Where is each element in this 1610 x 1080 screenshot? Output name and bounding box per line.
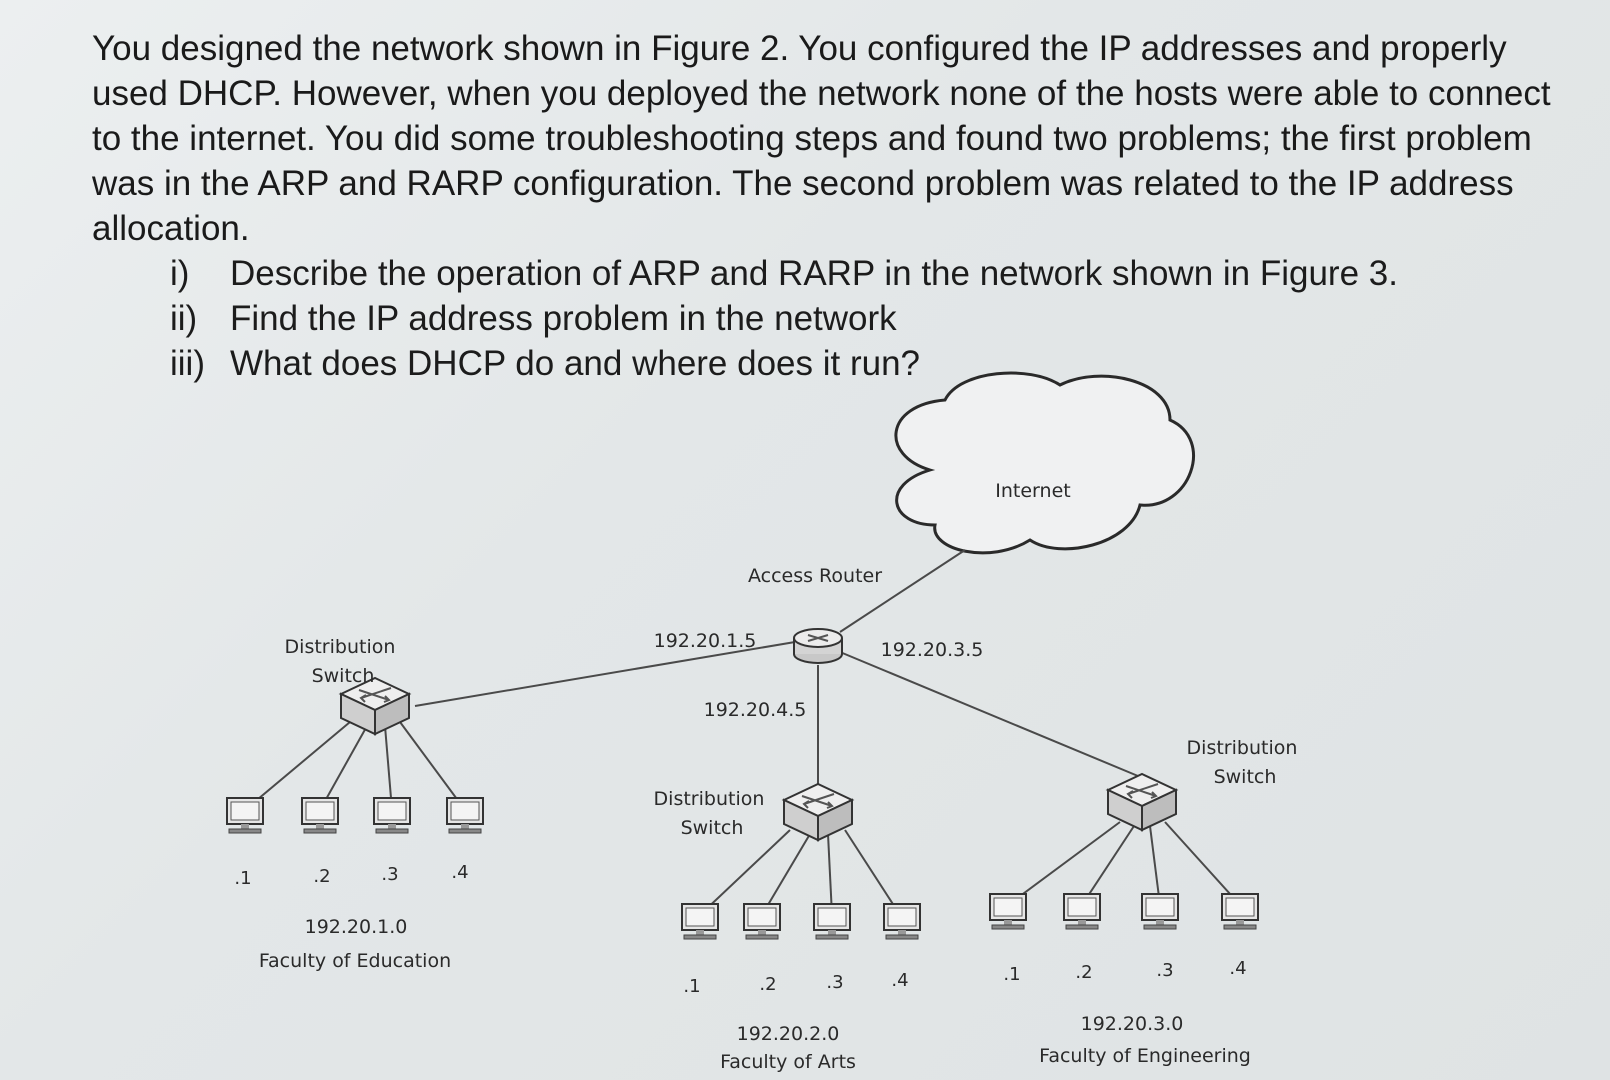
router-ip-education: 192.20.1.5 <box>654 630 757 652</box>
question-item-number: iii) <box>170 344 205 383</box>
host-address: .2 <box>313 866 330 887</box>
switch-label-line1: Distribution <box>1187 737 1298 759</box>
host-address: .3 <box>381 864 398 885</box>
link-edu-pc4 <box>399 721 466 811</box>
host-address: .4 <box>1229 958 1246 979</box>
link-arts-pc1 <box>699 829 791 916</box>
question-intro: You designed the network shown in Figure… <box>92 29 1551 248</box>
question-text: You designed the network shown in Figure… <box>92 26 1562 386</box>
pc-icon <box>226 797 264 834</box>
question-item-number: ii) <box>170 299 198 338</box>
switch-label-line1: Distribution <box>285 636 396 658</box>
link-arts-pc3 <box>827 833 833 916</box>
question-item-text: Find the IP address problem in the netwo… <box>230 299 897 338</box>
pc-icon <box>743 903 781 940</box>
network-address: 192.20.2.0 <box>737 1023 840 1045</box>
host-address: .3 <box>826 972 843 993</box>
host-address: .3 <box>1156 960 1173 981</box>
question-list: i) Describe the operation of ARP and RARP… <box>92 251 1562 386</box>
link-eng-pc2 <box>1081 825 1135 906</box>
host-address: .1 <box>1003 964 1020 985</box>
router-ip-arts: 192.20.4.5 <box>704 699 807 721</box>
link-arts-pc2 <box>761 833 811 916</box>
link-router-internet <box>839 549 966 633</box>
question-item-3: iii) What does DHCP do and where does it … <box>170 341 1562 386</box>
pc-icon <box>883 903 921 940</box>
link-eng-pc4 <box>1164 821 1241 906</box>
link-eng-pc3 <box>1149 825 1161 906</box>
host-address: .4 <box>451 862 468 883</box>
host-address: .2 <box>759 974 776 995</box>
host-address: .2 <box>1075 962 1092 983</box>
host-address: .1 <box>234 868 251 889</box>
network-name: Faculty of Education <box>259 950 451 972</box>
switch-label-line2: Switch <box>1214 766 1277 788</box>
router-ip-engineering: 192.20.3.5 <box>881 639 984 661</box>
link-router-engineering <box>839 651 1139 777</box>
network-name: Faculty of Engineering <box>1039 1045 1251 1067</box>
question-item-1: i) Describe the operation of ARP and RARP… <box>170 251 1562 296</box>
link-edu-pc2 <box>319 725 368 811</box>
pc-icon <box>301 797 339 834</box>
link-router-education <box>414 641 796 707</box>
network-name: Faculty of Arts <box>720 1051 856 1073</box>
question-item-2: ii) Find the IP address problem in the ne… <box>170 296 1562 341</box>
host-address: .1 <box>683 976 700 997</box>
switch-label-line2: Switch <box>681 817 744 839</box>
switch-label-education: Distribution Switch <box>285 636 402 687</box>
switch-label-line1: Distribution <box>654 788 765 810</box>
link-edu-pc1 <box>244 721 351 811</box>
pc-icon <box>989 893 1027 930</box>
pc-icon <box>813 903 851 940</box>
pc-icon <box>1063 893 1101 930</box>
network-address: 192.20.3.0 <box>1081 1013 1184 1035</box>
question-item-number: i) <box>170 254 190 293</box>
network-address: 192.20.1.0 <box>305 916 408 938</box>
question-item-text: What does DHCP do and where does it run? <box>230 344 921 383</box>
host-address: .4 <box>891 970 908 991</box>
router-icon <box>793 628 843 664</box>
question-item-text: Describe the operation of ARP and RARP i… <box>230 254 1398 293</box>
pc-icon <box>373 797 411 834</box>
pc-icon <box>1141 893 1179 930</box>
switch-icon <box>783 783 853 841</box>
link-arts-pc4 <box>844 829 901 916</box>
pc-icon <box>1221 893 1259 930</box>
network-links <box>244 549 1241 916</box>
switch-label-line2: Switch <box>312 665 375 687</box>
switch-label-arts: Distribution Switch <box>654 788 771 839</box>
cloud-label: Internet <box>995 480 1070 502</box>
link-edu-pc3 <box>384 725 393 811</box>
router-label: Access Router <box>748 565 882 587</box>
pc-icon <box>681 903 719 940</box>
internet-cloud <box>894 371 1195 555</box>
pc-icon <box>446 797 484 834</box>
link-eng-pc1 <box>1007 821 1121 906</box>
switch-label-engineering: Distribution Switch <box>1187 737 1304 788</box>
